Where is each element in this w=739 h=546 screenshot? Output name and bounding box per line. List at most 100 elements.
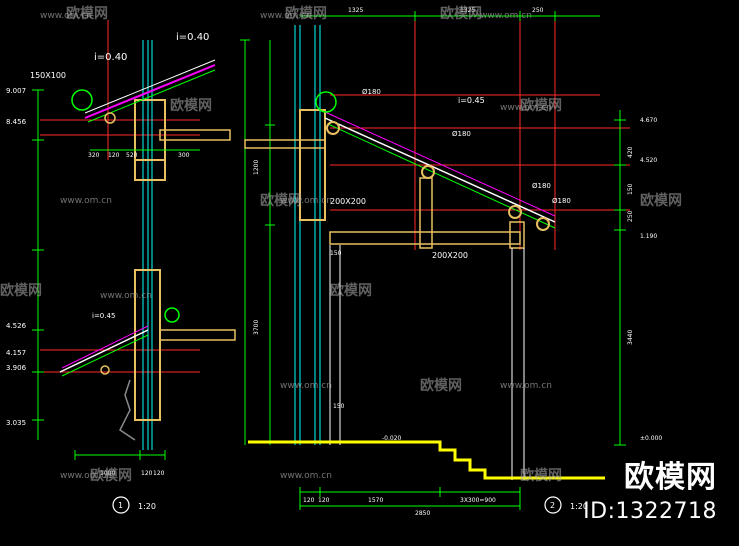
post-label-d: Ø180 — [552, 197, 571, 205]
right-ground-line — [248, 440, 605, 480]
elev-9007: 9.007 — [6, 87, 26, 95]
watermark-brand-10: 欧模网 — [420, 377, 462, 394]
elev-4526: 4.526 — [6, 322, 27, 330]
elev-4520: 4.520 — [640, 157, 657, 164]
watermark-brand-6: 欧模网 — [260, 192, 302, 209]
dim-left-150b: 150 — [333, 403, 345, 410]
dim-bottom-stairs: 3X300=900 — [460, 497, 496, 504]
left-scale-label: 1:20 — [138, 502, 156, 511]
left-upper-post-circle — [104, 112, 116, 124]
site-watermarks: www.om.cn www.om.cn www.om.cn www.om.cn … — [40, 11, 552, 481]
watermark-brand-4: 欧模网 — [170, 97, 212, 114]
dim-bottom-120b: 120 — [153, 470, 165, 477]
dim-top-250: 250 — [532, 7, 544, 14]
red-reference-lines — [40, 20, 630, 373]
watermark-brand-12: 欧模网 — [520, 467, 562, 484]
watermark-url-6: www.om.cn — [500, 103, 552, 113]
brand-logo-text: 欧模网 — [624, 460, 717, 495]
watermark-brand-5: 欧模网 — [520, 97, 562, 114]
left-slope-top-b: i=0.40 — [94, 52, 127, 63]
dim-bottom-120a: 120 — [303, 497, 315, 504]
right-column-lines — [294, 25, 321, 445]
right-vertical-dim-lines — [240, 39, 626, 446]
watermark-url-3: www.om.cn — [480, 11, 532, 21]
right-scale-label: 1:20 — [570, 502, 588, 511]
dim-bottom-1000: 1000 — [100, 470, 115, 477]
left-section-detail: 9.007 8.456 4.526 4.157 3.906 3.035 i=0.… — [6, 32, 236, 514]
left-upper-slab — [159, 129, 231, 141]
dim-side-420: 420 — [627, 146, 634, 158]
right-detail-number: 2 — [550, 501, 555, 510]
left-detail-marker — [112, 496, 130, 514]
elev-4670: 4.670 — [640, 117, 657, 124]
model-id-label: ID:1322718 — [583, 499, 717, 524]
dim-side-3440: 3440 — [627, 330, 634, 345]
right-wall-block — [299, 109, 326, 221]
left-beam-label: 150X100 — [30, 71, 66, 80]
watermark-url-8: www.om.cn — [280, 381, 332, 391]
dim-bottom-total: 2850 — [415, 510, 430, 517]
watermark-url-2: www.om.cn — [260, 11, 312, 21]
dim-side-250: 250 — [627, 210, 634, 222]
watermark-url-5: www.om.cn — [280, 196, 332, 206]
elev-4157: 4.157 — [6, 349, 26, 357]
left-detail-number: 1 — [118, 501, 123, 510]
dim-mid-120: 120 — [108, 152, 120, 159]
right-section-detail: i=0.45 Ø180 Ø180 Ø180 Ø180 200X200 200X2… — [240, 7, 662, 517]
left-slope-lower: i=0.45 — [92, 312, 115, 320]
dim-bottom-120b: 120 — [318, 497, 330, 504]
right-bottom-dim-lines — [299, 11, 600, 510]
dim-side-1200: 1200 — [253, 160, 260, 175]
right-roof-slope — [324, 111, 556, 229]
watermark-brand-7: 欧模网 — [640, 192, 682, 209]
watermark-brand-9: 欧模网 — [330, 282, 372, 299]
dim-side-150: 150 — [627, 183, 634, 195]
right-elevation-labels: 4.670 4.520 1.190 ±0.000 -0.020 — [382, 117, 662, 442]
beam-label-b: 200X200 — [432, 251, 468, 260]
right-slab — [244, 139, 326, 149]
right-top-dimension-labels: 1325 1325 250 — [348, 7, 544, 14]
dim-mid-520: 520 — [126, 152, 138, 159]
post-label-a: Ø180 — [362, 88, 381, 96]
right-bottom-dimension-labels: 120 120 1570 3X300=900 2850 — [303, 497, 496, 517]
post-label-b: Ø180 — [452, 130, 471, 138]
elev-3035: 3.035 — [6, 419, 26, 427]
watermark-brand-1: 欧模网 — [66, 5, 108, 22]
elev-8456: 8.456 — [6, 118, 27, 126]
left-lower-slab — [159, 329, 236, 341]
watermark-url-1: www.om.cn — [40, 11, 92, 21]
right-slope: i=0.45 — [458, 96, 485, 105]
right-side-dimension-labels: 3700 1200 3440 420 150 250 150 150 — [253, 146, 634, 410]
left-bottom-dimension-labels: 1000 120 120 — [100, 470, 165, 477]
dim-bottom-120a: 120 — [141, 470, 153, 477]
left-lower-roof — [59, 325, 149, 377]
watermark-brand-2: 欧模网 — [285, 5, 327, 22]
dim-mid-320: 320 — [88, 152, 100, 159]
watermark-brand-11: 欧模网 — [90, 467, 132, 484]
dim-left-150a: 150 — [330, 250, 342, 257]
right-post-labels: Ø180 Ø180 Ø180 Ø180 — [362, 88, 571, 205]
post-label-c: Ø180 — [532, 182, 551, 190]
elev-zero: ±0.000 — [640, 435, 662, 442]
elev-1190: 1.190 — [640, 233, 657, 240]
dim-side-3700: 3700 — [253, 320, 260, 335]
beam-label-a: 200X200 — [330, 197, 366, 206]
watermark-url-7: www.om.cn — [100, 291, 152, 301]
watermark-url-9: www.om.cn — [500, 381, 552, 391]
watermark-url-11: www.om.cn — [280, 471, 332, 481]
dim-top-1325a: 1325 — [348, 7, 363, 14]
left-slope-top-a: i=0.40 — [176, 32, 209, 43]
dim-bottom-1570: 1570 — [368, 497, 383, 504]
elev-3906: 3.906 — [6, 364, 27, 372]
dim-top-1325b: 1325 — [460, 7, 475, 14]
left-elevation-labels: 9.007 8.456 4.526 4.157 3.906 3.035 — [6, 87, 27, 427]
right-post-right — [509, 221, 525, 249]
right-purlins — [326, 121, 550, 231]
left-wall-lines — [142, 40, 153, 450]
right-detail-marker — [544, 496, 562, 514]
left-dim-lines — [32, 89, 200, 460]
watermark-url-10: www.om.cn — [60, 471, 112, 481]
watermark-brand-3: 欧模网 — [440, 5, 482, 22]
